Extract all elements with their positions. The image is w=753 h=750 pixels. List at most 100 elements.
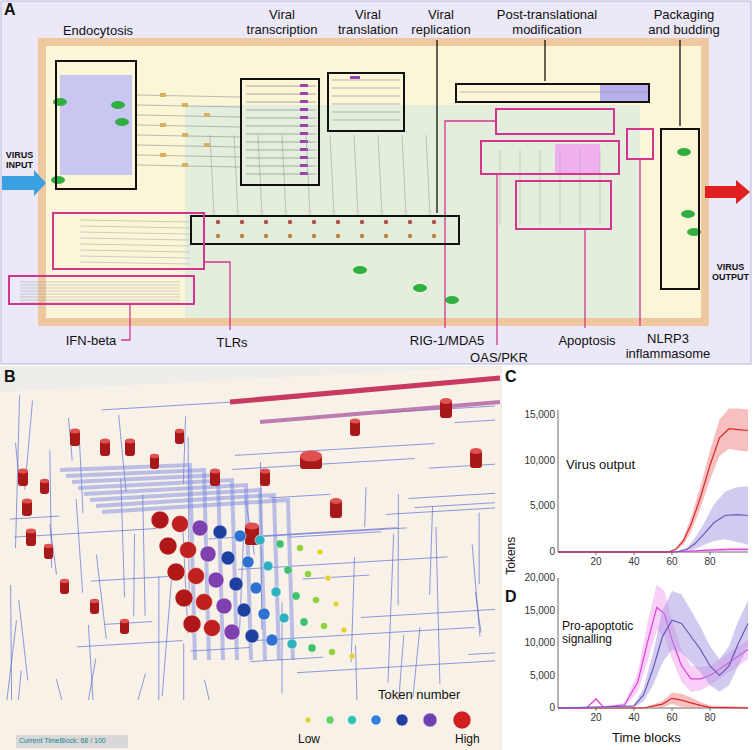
place-cylinder [60, 579, 69, 584]
arc-line [479, 513, 480, 585]
token-sphere [216, 598, 232, 614]
pathway-line [20, 297, 180, 298]
text-label: 20,000 [508, 572, 555, 583]
text-label: 5,000 [508, 500, 555, 511]
arc-line [430, 506, 433, 595]
token-sphere [320, 622, 327, 629]
token-sphere [271, 587, 281, 597]
token-sphere [287, 639, 297, 649]
arc-line [436, 527, 440, 684]
arc-line [89, 659, 96, 701]
region-label: Post-translational modification [487, 8, 607, 37]
leader-line [584, 230, 585, 328]
pathway-place [216, 234, 220, 238]
place-cylinder [120, 619, 129, 624]
pathway-line [600, 150, 601, 225]
region-label: NLRP3 inflammasome [622, 332, 714, 361]
region-box: Viral transcription [240, 78, 320, 186]
pathway-place [312, 220, 316, 224]
arc-line [251, 657, 324, 661]
pathway-line [378, 135, 382, 215]
confidence-band [558, 591, 748, 708]
arc-line [468, 653, 495, 655]
place-cylinder [125, 439, 135, 444]
scale-sphere [453, 711, 471, 729]
render-background [0, 366, 502, 750]
arc-line [11, 585, 12, 700]
token-sphere [263, 561, 273, 571]
scale-sphere [396, 714, 408, 726]
arc-line [19, 600, 28, 680]
pathway-place [312, 234, 316, 238]
region-box: Apoptosis [515, 180, 612, 230]
pathway-line [80, 256, 190, 258]
scale-sphere [305, 717, 311, 723]
arc-line [297, 661, 495, 673]
text-label: 80 [695, 556, 725, 567]
molecule-marker [677, 148, 691, 156]
pathway-line [80, 250, 190, 252]
pathway-place [432, 220, 436, 224]
token-sphere [237, 603, 251, 617]
token-sphere [300, 618, 308, 626]
endocytosis-area [60, 75, 132, 175]
text-label: Pro-apoptotic signalling [562, 620, 648, 647]
input-arrow [2, 170, 46, 196]
arc-line [408, 493, 495, 498]
region-box: NLRP3 inflammasome [626, 128, 654, 160]
token-sphere [292, 592, 300, 600]
pathway-place [300, 172, 308, 175]
arc-line [183, 643, 184, 700]
pathway-place [408, 234, 412, 238]
molecule-marker [353, 266, 367, 274]
token-sphere [192, 520, 208, 536]
pathway-place [300, 132, 308, 135]
arc-line [158, 577, 159, 700]
leader-line [121, 305, 130, 340]
pathway-line [80, 220, 190, 222]
token-sphere [200, 546, 216, 562]
pathway-place [288, 220, 292, 224]
axis-line [558, 410, 559, 552]
token-sphere [250, 582, 262, 594]
axis-tick [710, 552, 711, 555]
token-sphere [296, 544, 303, 551]
region-label: Endocytosis [52, 24, 144, 39]
arc-bundle [90, 490, 265, 660]
region-label: IFN-beta [62, 334, 120, 349]
pathway-line [137, 145, 240, 147]
molecule-marker [681, 210, 695, 218]
region-box: IFN-beta [8, 275, 195, 305]
arc-line [414, 503, 495, 508]
pathway-place [300, 108, 308, 111]
panel-letter: A [4, 1, 16, 19]
text-label: 40 [619, 556, 649, 567]
cell-membrane [42, 42, 705, 322]
pathway-place [160, 153, 166, 157]
region-label: Viral replication [406, 8, 476, 37]
arc-line [76, 499, 83, 593]
place-cylinder [18, 469, 28, 474]
region-label: Apoptosis [556, 334, 618, 349]
pathway-place [300, 124, 308, 127]
arc-line [249, 627, 475, 641]
token-sphere [308, 644, 316, 652]
token-sphere [333, 601, 339, 607]
pathway-line [137, 125, 240, 127]
molecule-marker [111, 101, 125, 109]
place-cylinder [70, 429, 80, 434]
place-cylinder [40, 479, 49, 484]
text-label: 10,000 [508, 637, 555, 648]
leader-line [436, 40, 437, 213]
pathway-line [560, 150, 561, 225]
pathway-place [384, 234, 388, 238]
arc-line [143, 494, 145, 615]
pathway-line [580, 150, 581, 225]
pathway-line [332, 120, 400, 121]
arc-line [191, 648, 250, 652]
token-sphere [341, 627, 347, 633]
token-sphere [188, 568, 205, 585]
region-box: TLRs [52, 212, 205, 270]
oas-area [555, 144, 600, 173]
